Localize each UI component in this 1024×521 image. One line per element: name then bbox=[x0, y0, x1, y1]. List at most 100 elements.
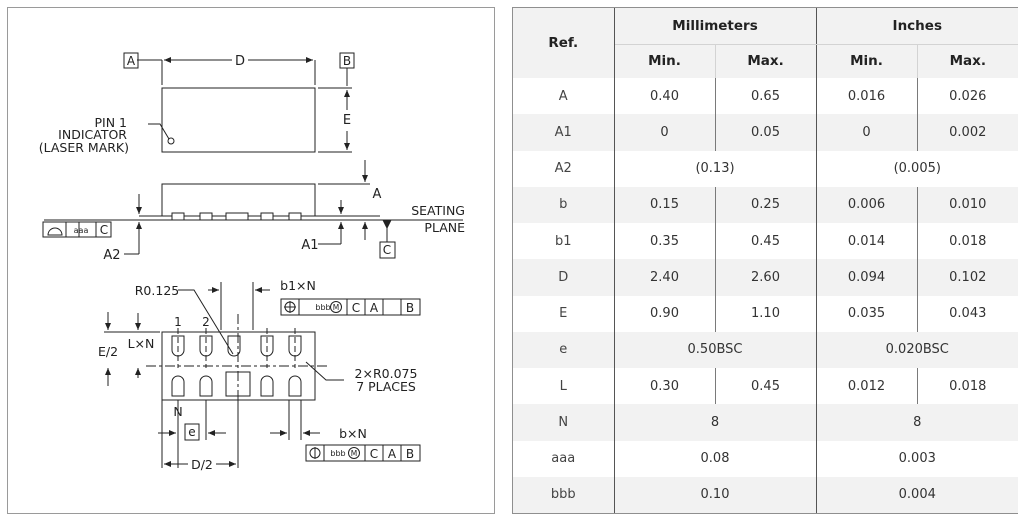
package-outline-drawing: A D B PIN 1 INDICATOR (LASER MARK) E A S… bbox=[39, 52, 465, 472]
cell-mm-max: 0.25 bbox=[715, 186, 817, 223]
cell-ref: bbb bbox=[513, 476, 615, 513]
seating-plane-label-1: SEATING bbox=[411, 203, 465, 218]
header-row-groups: Ref. Millimeters Inches bbox=[513, 8, 1019, 78]
cell-ref: A1 bbox=[513, 114, 615, 151]
header-mm-min: Min. bbox=[614, 44, 716, 78]
dim-a1-label: A1 bbox=[301, 238, 318, 253]
top-view-body bbox=[161, 87, 316, 153]
datum-a-label: A bbox=[127, 54, 136, 68]
cell-mm-min: 0.30 bbox=[614, 368, 716, 405]
header-mm-max: Max. bbox=[715, 44, 817, 78]
cell-ref: A2 bbox=[513, 150, 615, 187]
cell-mm: 0.50BSC bbox=[614, 331, 817, 368]
cell-in-min: 0.016 bbox=[816, 78, 918, 115]
cell-in: (0.005) bbox=[816, 150, 1019, 187]
lxn-label: L×N bbox=[128, 336, 155, 351]
header-row-minmax: Min. Max. Min. Max. bbox=[513, 44, 1019, 78]
cell-mm-max: 2.60 bbox=[715, 259, 817, 296]
bxn-label: b×N bbox=[339, 426, 367, 441]
fcf2-datum-2: A bbox=[370, 301, 379, 315]
fcf2-datum-3: B bbox=[406, 301, 414, 315]
cell-in-max: 0.010 bbox=[917, 186, 1019, 223]
cell-mm-min: 2.40 bbox=[614, 259, 716, 296]
pin1-label-2: INDICATOR bbox=[58, 127, 127, 142]
fcf2-tolerance: bbb bbox=[315, 303, 330, 312]
e-half-label: E/2 bbox=[98, 344, 118, 359]
fcf2-datum-1: C bbox=[352, 301, 360, 315]
datum-c-label: C bbox=[383, 243, 391, 257]
cell-in: 0.020BSC bbox=[816, 331, 1019, 368]
cell-mm: (0.13) bbox=[614, 150, 817, 187]
pin-2-number: 2 bbox=[202, 315, 210, 329]
header-inches: Inches bbox=[816, 8, 1019, 45]
header-millimeters: Millimeters bbox=[614, 8, 817, 45]
cell-ref: D bbox=[513, 259, 615, 296]
datum-b-label: B bbox=[343, 54, 351, 68]
cell-mm: 8 bbox=[614, 404, 817, 441]
cell-ref: aaa bbox=[513, 440, 615, 477]
seating-plane-label-2: PLANE bbox=[424, 220, 465, 235]
cell-mm: 0.08 bbox=[614, 440, 817, 477]
dim-n-label: N bbox=[173, 404, 182, 419]
cell-ref: A bbox=[513, 78, 615, 115]
cell-in-min: 0.014 bbox=[816, 223, 918, 260]
dimensions-table: Ref. Millimeters Inches Min. Max. Min. M… bbox=[513, 8, 1019, 513]
cell-ref: e bbox=[513, 331, 615, 368]
cell-ref: b bbox=[513, 186, 615, 223]
header-ref: Ref. bbox=[513, 8, 615, 78]
dim-a2-label: A2 bbox=[103, 248, 120, 263]
cell-in: 8 bbox=[816, 404, 1019, 441]
fcf3-datum-2: A bbox=[388, 447, 397, 461]
cell-in: 0.003 bbox=[816, 440, 1019, 477]
package-drawing-panel: A D B PIN 1 INDICATOR (LASER MARK) E A S… bbox=[7, 7, 495, 514]
dim-e-label: E bbox=[343, 113, 351, 128]
dim-a-label: A bbox=[373, 187, 382, 202]
cell-in: 0.004 bbox=[816, 476, 1019, 513]
cell-mm-max: 0.65 bbox=[715, 78, 817, 115]
cell-mm-min: 0.90 bbox=[614, 295, 716, 332]
fcf1-datum: C bbox=[100, 223, 108, 237]
fcf3-datum-3: B bbox=[406, 447, 414, 461]
r0075-label: 2×R0.075 bbox=[355, 366, 418, 381]
cell-mm-min: 0 bbox=[614, 114, 716, 151]
pin-1-number: 1 bbox=[174, 315, 182, 329]
datum-a-box bbox=[123, 52, 139, 69]
places-label: 7 PLACES bbox=[356, 379, 416, 394]
cell-in-max: 0.018 bbox=[917, 223, 1019, 260]
cell-mm-min: 0.15 bbox=[614, 186, 716, 223]
cell-mm-max: 0.45 bbox=[715, 368, 817, 405]
datum-c-box bbox=[379, 241, 396, 259]
cell-mm-min: 0.40 bbox=[614, 78, 716, 115]
cell-ref: E bbox=[513, 295, 615, 332]
fcf1-tolerance: aaa bbox=[74, 226, 89, 235]
cell-mm-max: 0.05 bbox=[715, 114, 817, 151]
header-in-min: Min. bbox=[816, 44, 918, 78]
table-row: A2(0.13)(0.005) bbox=[513, 150, 1019, 187]
pitch-e-label: e bbox=[188, 425, 195, 439]
pin1-label-1: PIN 1 bbox=[94, 115, 127, 130]
cell-ref: N bbox=[513, 404, 615, 441]
cell-mm-min: 0.35 bbox=[614, 223, 716, 260]
pin1-label-3: (LASER MARK) bbox=[39, 140, 129, 155]
cell-in-min: 0.094 bbox=[816, 259, 918, 296]
side-view-body bbox=[161, 183, 316, 217]
cell-ref: b1 bbox=[513, 223, 615, 260]
fcf2-modifier: M bbox=[333, 303, 339, 312]
fcf3-datum-1: C bbox=[370, 447, 378, 461]
cell-in-max: 0.043 bbox=[917, 295, 1019, 332]
cell-in-max: 0.002 bbox=[917, 114, 1019, 151]
cell-in-max: 0.018 bbox=[917, 368, 1019, 405]
dim-d-label: D bbox=[235, 54, 245, 69]
